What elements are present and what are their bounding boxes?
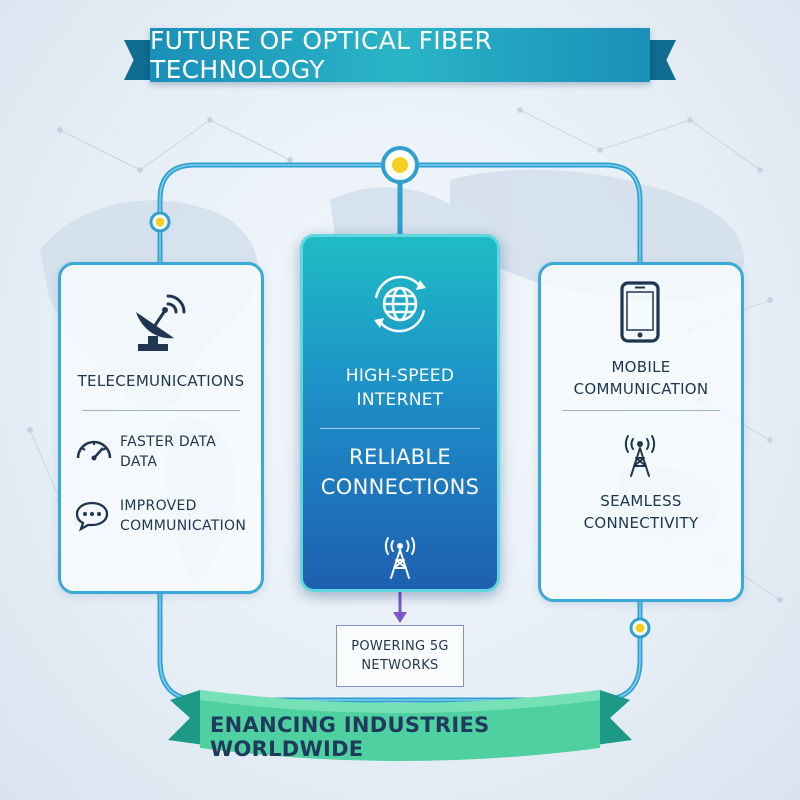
center-sub-line1: RELIABLE (349, 445, 451, 469)
center-heading-line1: HIGH-SPEED (345, 366, 455, 386)
radio-tower-icon (384, 537, 416, 579)
footer-banner-text: ENANCING INDUSTRIES WORLDWIDE (210, 713, 490, 761)
left-card-divider (82, 410, 240, 411)
power-box-line1: POWERING 5G (351, 639, 449, 654)
center-card-divider (320, 428, 480, 429)
powering-5g-box: POWERING 5G NETWORKS (336, 625, 464, 687)
high-speed-internet-card (300, 234, 500, 592)
faster-data-line1: FASTER DATA (120, 434, 217, 450)
right-item-line2: CONNECTIVITY (583, 514, 699, 532)
center-sub-line2: CONNECTIONS (320, 475, 480, 499)
satellite-dish-icon (136, 294, 186, 351)
improved-comm-line1: IMPROVED (120, 498, 197, 514)
power-box-line2: NETWORKS (361, 658, 439, 673)
right-heading-line2: COMMUNICATION (573, 380, 709, 398)
signal-tower-icon (624, 435, 656, 477)
faster-data-line2: DATA (120, 454, 158, 470)
chat-bubble-icon (75, 501, 109, 532)
right-item-line1: SEAMLESS (600, 492, 682, 510)
right-card-divider (562, 410, 720, 411)
center-heading-line2: INTERNET (356, 390, 444, 410)
globe-refresh-icon (374, 275, 426, 333)
mobile-communication-card (538, 262, 744, 602)
smartphone-icon (620, 281, 660, 343)
telecom-heading: TELECEMUNICATIONS (77, 372, 245, 390)
down-arrow (393, 592, 407, 623)
improved-comm-line2: COMMUNICATION (120, 518, 247, 534)
right-heading-line1: MOBILE (611, 358, 671, 376)
speedometer-icon (76, 440, 112, 461)
page-title: FUTURE OF OPTICAL FIBER TECHNOLOGY (150, 26, 650, 84)
